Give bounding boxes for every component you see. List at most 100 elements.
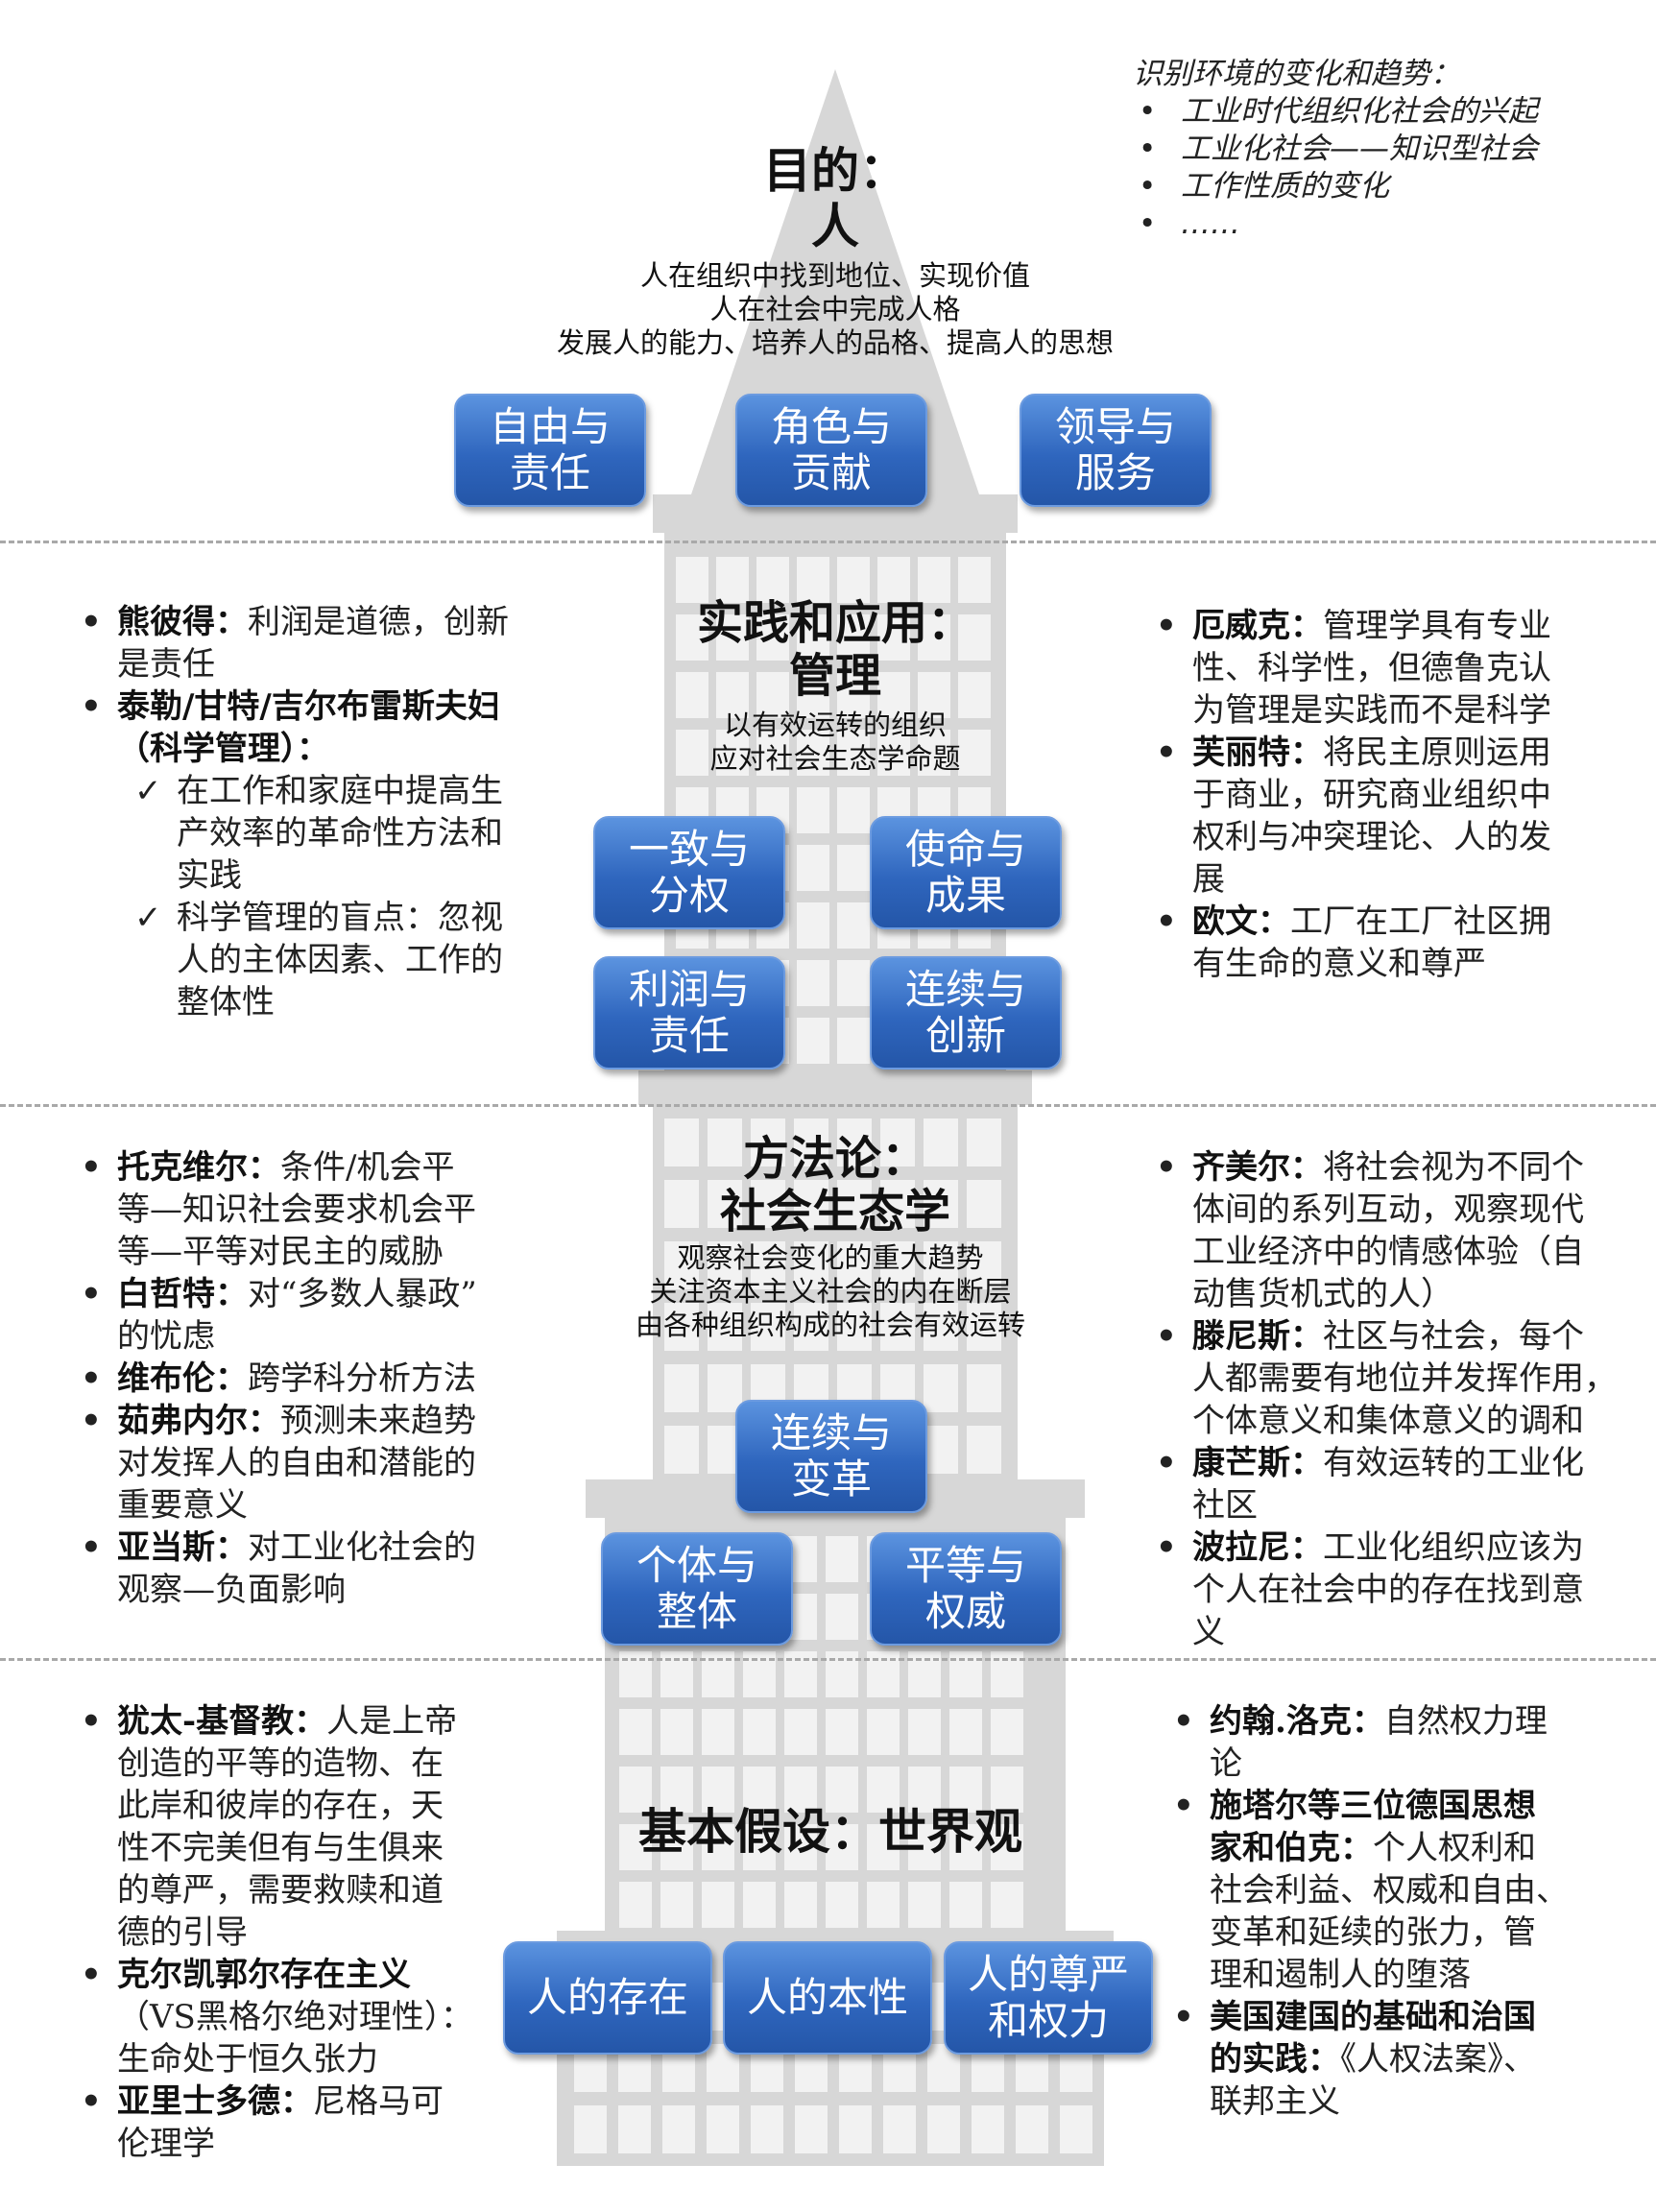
thinker-text: 个人在社会中的存在找到意 (1192, 1571, 1584, 1609)
tower-window (837, 557, 870, 603)
environment-title: 识别环境的变化和趋势： (1133, 57, 1460, 91)
sub-text: 产效率的革命性方法和 (177, 814, 503, 853)
tower-window (924, 1118, 958, 1166)
tower-window (837, 730, 870, 776)
tower-window (958, 730, 991, 776)
thinker-name: 托克维尔： (117, 1148, 280, 1187)
thinker-text: 性不完美但有与生俱来 (117, 1829, 444, 1867)
environment-item: 工业时代组织化社会的兴起 (1133, 93, 1642, 131)
thinker-text: 等—平等对民主的威胁 (117, 1233, 444, 1271)
thinker-text: 将民主原则运用 (1323, 733, 1551, 772)
tower-window (880, 1303, 915, 1351)
tower-window (797, 672, 829, 718)
thinker-text: 《人权法案》、 (1340, 2040, 1536, 2079)
pill-line: 一致与 (628, 826, 750, 873)
purpose-line: 发展人的能力、培养人的品格、提高人的思想 (556, 326, 1114, 359)
thinker-entry: 芙丽特：将民主原则运用 于商业，研究商业组织中 权利与冲突理论、人的发 展 (1152, 732, 1613, 901)
tower-window (908, 1767, 941, 1813)
thinker-text: 工厂在工厂社区拥 (1290, 902, 1551, 941)
tower-window (839, 2105, 872, 2153)
tower-window (837, 845, 870, 891)
pill-line: 权威 (924, 1588, 1006, 1635)
tower-window (716, 614, 749, 661)
tower-window (702, 1709, 734, 1755)
thinker-text: 观察—负面影响 (117, 1571, 346, 1609)
tower-window (949, 1709, 982, 1755)
tower-window (662, 2105, 695, 2153)
thinker-name: 欧文： (1192, 902, 1290, 941)
tower-window (826, 1824, 858, 1870)
thinker-name: 芙丽特： (1192, 733, 1323, 772)
pill-human-dignity-rights: 人的尊严 和权力 (944, 1941, 1153, 2055)
methodology-description: 观察社会变化的重大趋势 关注资本主义社会的内在断层 由各种组织构成的社会有效运转 (605, 1241, 1056, 1342)
tower-window (756, 730, 789, 776)
tower-window (877, 672, 910, 718)
tower-window (751, 1180, 785, 1228)
thinker-text: 性、科学性，但德鲁克认 (1192, 649, 1551, 687)
practice-left-column: 熊彼得：利润是道德，创新 是责任 泰勒/甘特/吉尔布雷斯夫妇 （科学管理）： ✓… (77, 601, 557, 1023)
pill-unity-decentralization: 一致与 分权 (593, 816, 785, 929)
tower-window (837, 1303, 872, 1351)
tower-window (880, 1241, 915, 1289)
thinker-text: 预测未来趋势 (280, 1402, 476, 1440)
tower-window (751, 1241, 785, 1289)
tower-window (708, 1364, 742, 1412)
thinker-text: 动售货机式的人） (1192, 1275, 1453, 1313)
pill-role-contribution: 角色与 贡献 (735, 394, 927, 507)
thinker-text: （VS黑格尔绝对理性）： (117, 1998, 473, 2036)
purpose-line: 人在社会中完成人格 (709, 293, 961, 325)
tower-window (967, 1180, 1001, 1228)
purpose-title: 目的： 人 (672, 143, 998, 254)
thinker-text: 将社会视为不同个 (1323, 1148, 1584, 1187)
tower-window (877, 614, 910, 661)
purpose-description: 人在组织中找到地位、实现价值 人在社会中完成人格 发展人的能力、培养人的品格、提… (509, 259, 1162, 360)
thinker-name: 维布伦： (117, 1359, 248, 1398)
sub-text: 人的主体因素、工作的 (177, 941, 503, 979)
thinker-text: 跨学科分析方法 (248, 1359, 476, 1398)
level-divider-2 (0, 1104, 1656, 1107)
pill-line: 人的尊严 (967, 1951, 1129, 1998)
thinker-name: 亚当斯： (117, 1528, 248, 1567)
environment-trends-note: 识别环境的变化和趋势： 工业时代组织化社会的兴起 工业化社会——知识型社会 工作… (1133, 56, 1642, 243)
tower-window (924, 1180, 958, 1228)
pill-line: 角色与 (770, 403, 892, 450)
pill-human-nature: 人的本性 (723, 1941, 932, 2055)
practice-title-line1: 实践和应用： (696, 596, 973, 650)
tower-window (924, 1426, 958, 1474)
tower-window (618, 2105, 651, 2153)
tower-window (883, 2105, 916, 2153)
thinker-name: 齐美尔： (1192, 1148, 1323, 1187)
tower-window (797, 557, 829, 603)
thinker-name: 克尔凯郭尔存在主义 (117, 1956, 411, 1994)
purpose-title-line1: 目的： (763, 143, 907, 199)
tower-window (972, 2105, 1004, 2153)
tower-window (664, 1303, 699, 1351)
tower-window (908, 1882, 941, 1928)
thinker-text: 的尊严，需要救赎和道 (117, 1871, 444, 1910)
tower-window (927, 2105, 960, 2153)
thinker-text: 理和遏制人的堕落 (1210, 1956, 1471, 1994)
assumptions-left-column: 犹太-基督教：人是上帝 创造的平等的造物、在 此岸和彼岸的存在，天 性不完美但有… (77, 1700, 538, 2165)
thinker-entry: 托克维尔：条件/机会平 等—知识社会要求机会平 等—平等对民主的威胁 (77, 1146, 538, 1273)
thinker-text: 工业化组织应该为 (1323, 1528, 1584, 1567)
tower-window (743, 1882, 776, 1928)
tower-window (967, 1118, 1001, 1166)
tower-window (924, 1303, 958, 1351)
tower-window (676, 672, 708, 718)
thinker-name: 家和伯克： (1210, 1829, 1373, 1867)
pill-equality-authority: 平等与 权威 (870, 1532, 1062, 1646)
thinker-entry: 熊彼得：利润是道德，创新 是责任 (77, 601, 557, 685)
pill-line: 和权力 (987, 1997, 1109, 2044)
thinker-name: 厄威克： (1192, 607, 1323, 645)
thinker-text: 权利与冲突理论、人的发 (1192, 818, 1551, 856)
tower-window (664, 1364, 699, 1412)
methodology-title-line1: 方法论： (742, 1132, 927, 1186)
tower-window (924, 1241, 958, 1289)
tower-window (958, 614, 991, 661)
thinker-entry: 克尔凯郭尔存在主义 （VS黑格尔绝对理性）： 生命处于恒久张力 (77, 1954, 538, 2080)
tower-window (918, 672, 950, 718)
pill-line: 自由与 (489, 403, 611, 450)
pill-line: 利润与 (628, 966, 750, 1013)
pill-continuity-change: 连续与 变革 (735, 1400, 927, 1513)
tower-window (784, 1882, 817, 1928)
